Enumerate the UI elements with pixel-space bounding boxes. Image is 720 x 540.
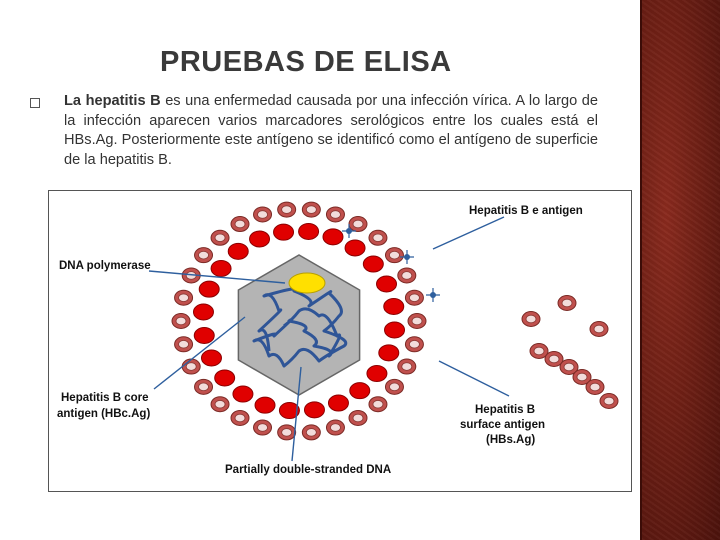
label-e-antigen: Hepatitis B e antigen [469, 205, 583, 217]
core-particle [327, 394, 349, 412]
core-particle [273, 223, 295, 241]
surface-antigen-particle-core [401, 362, 413, 371]
free-surface-antigen-particle-core [593, 324, 605, 334]
label-dna: Partially double-stranded DNA [225, 464, 392, 476]
core-particle [200, 349, 222, 367]
surface-antigen-particle-core [352, 413, 364, 423]
leader-dna [291, 366, 302, 462]
slide-title: PRUEBAS DE ELISA [160, 46, 452, 78]
surface-antigen-particle-core [372, 233, 384, 242]
surface-antigen-particle-core [175, 316, 187, 326]
surface-antigen-particle-core [389, 250, 400, 260]
surface-antigen-particle-core [234, 413, 246, 423]
free-surface-antigen-particle-core [576, 372, 588, 382]
free-surface-antigen-particle-core [525, 314, 537, 324]
surface-antigen-particle-core [330, 210, 341, 219]
core-particle [249, 230, 271, 248]
dna-polymerase [288, 272, 326, 294]
surface-antigen-particle-core [330, 423, 341, 432]
surface-antigen-particle-core [281, 428, 293, 437]
core-particle [198, 280, 220, 298]
surface-antigen-particle-core [178, 340, 189, 349]
core-particle [227, 242, 249, 260]
core-particle [322, 228, 344, 246]
surface-antigen-particle-core [372, 400, 384, 409]
core-particle [376, 275, 398, 293]
core-particle [362, 255, 384, 273]
slide-paragraph: La hepatitis B es una enfermedad causada… [64, 92, 598, 170]
core-particle [210, 259, 232, 277]
core-particle [344, 239, 366, 257]
leader-core-antigen [153, 316, 246, 390]
bullet-square-icon [30, 98, 40, 108]
label-surface-antigen-3: (HBs.Ag) [486, 434, 536, 446]
surface-antigen-particle-core [305, 428, 317, 437]
core-particle [214, 369, 236, 387]
free-surface-antigen-particle-core [563, 362, 575, 372]
surface-antigen-particle-core [257, 423, 268, 432]
surface-antigen-particle-core [214, 400, 226, 409]
surface-antigen-particle-core [411, 316, 423, 326]
surface-antigen-particle-core [281, 205, 293, 214]
label-dna-polymerase: DNA polymerase [59, 260, 151, 272]
hbv-diagram-drawing [148, 201, 619, 462]
free-surface-antigen-particle-core [589, 382, 601, 392]
core-particle [378, 344, 400, 362]
surface-antigen-particle-core [185, 362, 197, 371]
surface-antigen-particle-core [198, 250, 209, 260]
e-antigen-marker-spikes [400, 250, 414, 264]
label-core-antigen-2: antigen (HBc.Ag) [57, 408, 151, 420]
e-antigen-marker-spikes [426, 288, 440, 302]
surface-antigen-particle-core [178, 293, 189, 302]
surface-antigen-particle-core [305, 205, 317, 214]
core-particle [298, 222, 320, 240]
free-surface-antigen-particle-core [603, 396, 615, 406]
hbv-diagram: Hepatitis B e antigen DNA polymerase Hep… [48, 190, 632, 492]
core-particle [254, 396, 276, 414]
free-surface-antigen-particle-core [548, 354, 560, 364]
surface-antigen-particle-core [389, 382, 400, 392]
core-particle [193, 326, 215, 344]
decorative-side-band [640, 0, 720, 540]
label-core-antigen-1: Hepatitis B core [61, 392, 149, 404]
leader-e-antigen [432, 216, 505, 250]
surface-antigen-particle-core [234, 219, 246, 229]
surface-antigen-particle-core [352, 219, 364, 229]
paragraph-text: es una enfermedad causada por una infecc… [64, 93, 599, 168]
surface-antigen-particle-core [214, 233, 226, 242]
e-antigen-marker-spikes [342, 224, 356, 238]
free-surface-antigen-particle-core [533, 346, 545, 356]
surface-antigen-particle-core [257, 210, 268, 219]
core-particle [366, 365, 388, 383]
surface-antigen-particle-core [409, 340, 420, 349]
core-particle [349, 382, 371, 400]
core-particle [384, 321, 406, 339]
label-surface-antigen-2: surface antigen [460, 419, 545, 431]
paragraph-bold-lead: La hepatitis B [64, 93, 161, 109]
core-particle [278, 402, 300, 420]
surface-antigen-particle-core [409, 293, 420, 302]
leader-dna-polymerase [148, 270, 286, 284]
core-particle [383, 298, 405, 316]
surface-antigen-particle-core [401, 271, 413, 280]
core-particle [192, 303, 214, 321]
core-particle [232, 385, 254, 403]
surface-antigen-particle-core [198, 382, 209, 392]
label-surface-antigen-1: Hepatitis B [475, 404, 536, 416]
core-particle [303, 401, 325, 419]
free-surface-antigen-particle-core [561, 298, 573, 308]
leader-surface-antigen [438, 360, 510, 397]
